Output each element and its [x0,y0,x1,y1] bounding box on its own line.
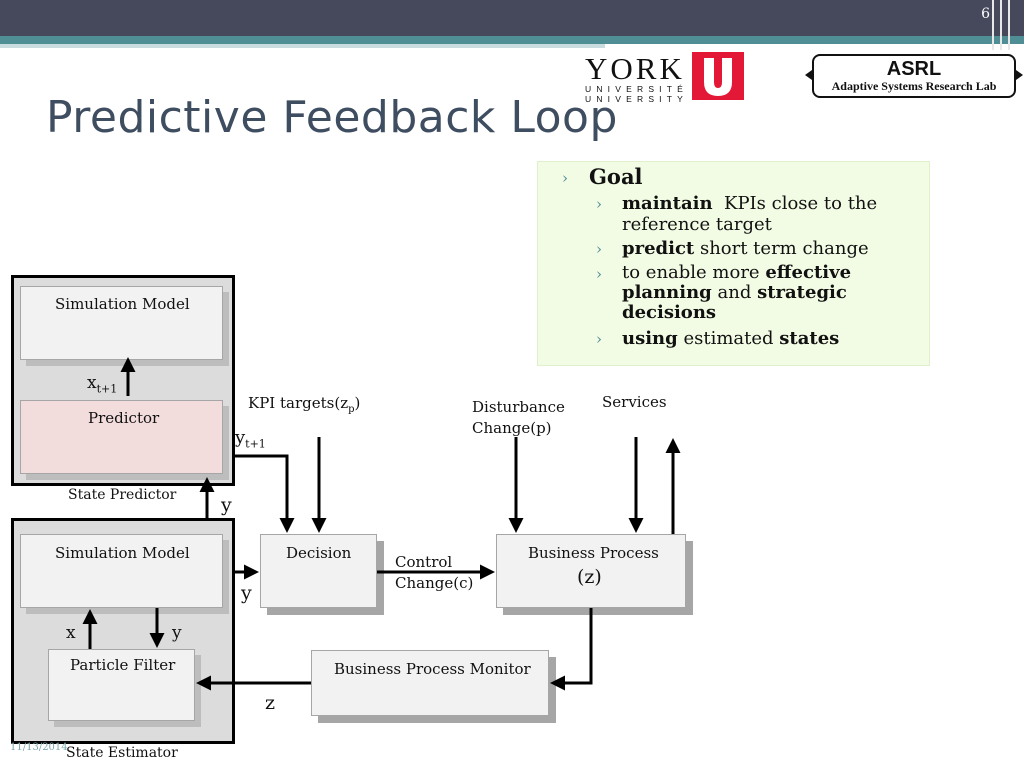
control-label-1: Control [395,553,453,571]
goal-text: KPIs close to the [712,193,878,214]
predictor-box [20,400,223,474]
x-subscript: t+1 [96,382,118,396]
bullet-chevron-icon: › [596,195,602,213]
monitor-box [311,650,549,716]
kpi-text: KPI targets(z [248,394,349,412]
goal-bold-text: decisions [622,302,717,323]
bullet-chevron-icon: › [596,240,602,258]
york-logo: YORK UNIVERSITÉ UNIVERSITY [585,51,689,104]
kpi-subscript: p [348,404,355,415]
goal-bold-text: planning [622,282,712,303]
estimator-sim-model-label: Simulation Model [55,544,190,562]
estimator-x-label: x [66,623,76,643]
particle-filter-box [48,649,195,721]
predictor-sim-model-box [20,286,223,360]
divider [1008,0,1010,50]
control-label-2: Change(c) [395,574,474,592]
footer-date: 11/13/2014 [10,742,68,753]
goal-bold-text: strategic [757,282,847,303]
goal-text: to enable more [622,262,766,283]
york-wordmark: YORK [585,51,685,86]
business-process-box [496,534,686,608]
divider [1000,0,1002,50]
particle-filter-label: Particle Filter [70,656,176,674]
bullet-chevron-icon: › [596,265,602,283]
slide-title: Predictive Feedback Loop [46,92,618,143]
bullet-chevron-icon: › [596,330,602,348]
bullet-chevron-icon: › [562,169,568,187]
kpi-text: ) [354,394,361,412]
estimator-y-label: y [172,623,182,643]
goal-item-enable: to enable more effective planning and st… [622,263,922,323]
disturbance-label-1: Disturbance [472,398,565,416]
divider [992,0,994,50]
asrl-logo: ASRL Adaptive Systems Research Lab [812,54,1016,98]
goal-box [537,161,930,366]
disturbance-label-2: Change(p) [472,419,552,437]
goal-text: estimated [677,328,780,349]
state-estimator-label: State Estimator [66,745,178,761]
decision-box [260,534,377,608]
goal-text: reference target [622,214,772,235]
services-label: Services [602,393,667,411]
predictor-label: Predictor [88,409,160,427]
goal-item-predict: predict short term change [622,238,869,259]
monitor-label: Business Process Monitor [334,660,531,678]
arrow-right-icon [1016,70,1023,80]
business-process-label: Business Process [528,544,659,562]
accent-bar-light [0,44,605,48]
goal-text: and [711,282,758,303]
asrl-subtitle: Adaptive Systems Research Lab [831,79,997,93]
state-predictor-label: State Predictor [68,487,177,503]
arrow-left-icon [805,70,812,80]
york-sub-en: UNIVERSITY [585,94,689,104]
york-sub-fr: UNIVERSITÉ [585,84,689,94]
y-t1-label: yt+1 [235,427,266,451]
x-label: x [87,373,97,393]
estimator-sim-model-box [20,534,223,608]
goal-item-maintain: maintain KPIs close to the reference tar… [622,193,922,235]
top-bar [0,0,1024,36]
z-label: z [265,692,276,714]
decision-label: Decision [286,544,352,562]
goal-bold-text: predict [622,238,695,259]
goal-bold-text: maintain [622,193,713,214]
york-u-icon [692,52,744,100]
asrl-title: ASRL [886,58,942,80]
kpi-targets-label: KPI targets(zp) [248,394,360,415]
x-t1-label: xt+1 [87,373,117,395]
business-process-z: (z) [577,566,602,588]
y-subscript: t+1 [245,437,266,451]
y-predictor-label: y [221,494,232,516]
predictor-sim-model-label: Simulation Model [55,295,190,313]
y-text: y [235,427,246,448]
arrow-yt1-to-decision [232,454,295,533]
slide-number: 6 [981,6,990,22]
goal-item-using: using estimated states [622,328,839,349]
goal-bold-text: effective [765,262,852,283]
goal-bold-text: using [622,328,678,349]
arrow-process-to-monitor [550,608,593,691]
goal-text: short term change [694,238,869,259]
goal-heading: Goal [589,164,643,189]
y-decision-label: y [241,582,252,604]
accent-bar [0,36,1024,44]
goal-bold-text: states [779,328,840,349]
